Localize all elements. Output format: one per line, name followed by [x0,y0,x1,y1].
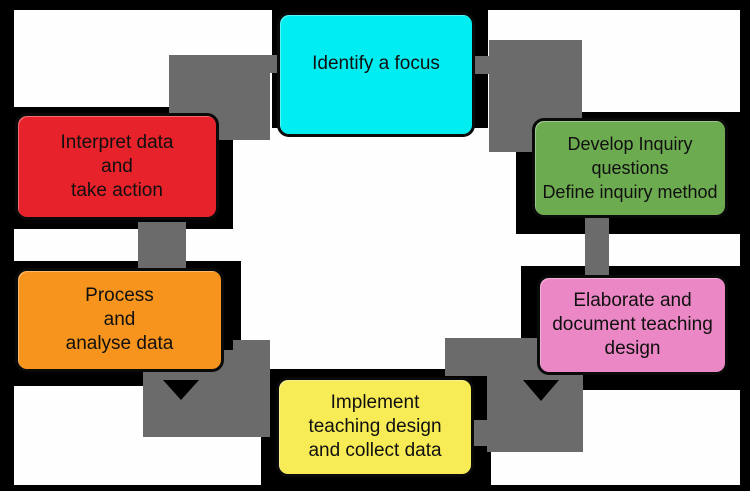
arrowhead-notch-process [163,380,199,400]
node-label: document teaching [552,314,713,335]
arrowhead-notch-elaborate [523,380,559,401]
arrow-develop-to-elaborate [585,218,609,278]
node-label: teaching design [308,416,442,437]
node-implement-collect: Implement teaching design and collect da… [276,377,474,477]
node-label: design [604,338,661,359]
node-label: and collect data [308,440,442,461]
node-identify-a-focus: Identify a focus [277,12,475,137]
node-label: Implement [330,392,420,413]
node-label: Define inquiry method [542,182,718,202]
node-label: questions [591,158,669,178]
node-label: take action [71,179,163,201]
node-label: Interpret data [60,131,174,153]
node-label: Process [85,285,154,306]
node-develop-inquiry: Develop Inquiry questions Define inquiry… [532,118,728,218]
node-label: and [103,309,136,330]
node-process-analyse: Process and analyse data [15,268,224,372]
node-label: and [101,155,133,177]
node-elaborate-design: Elaborate and document teaching design [537,275,728,375]
node-interpret-act: Interpret data and take action [15,113,219,220]
arrow-process-to-interpret [138,222,186,270]
node-label: Identify a focus [312,52,440,74]
node-label: Develop Inquiry [567,134,693,154]
node-label: analyse data [65,333,174,354]
node-label: Elaborate and [573,290,692,311]
